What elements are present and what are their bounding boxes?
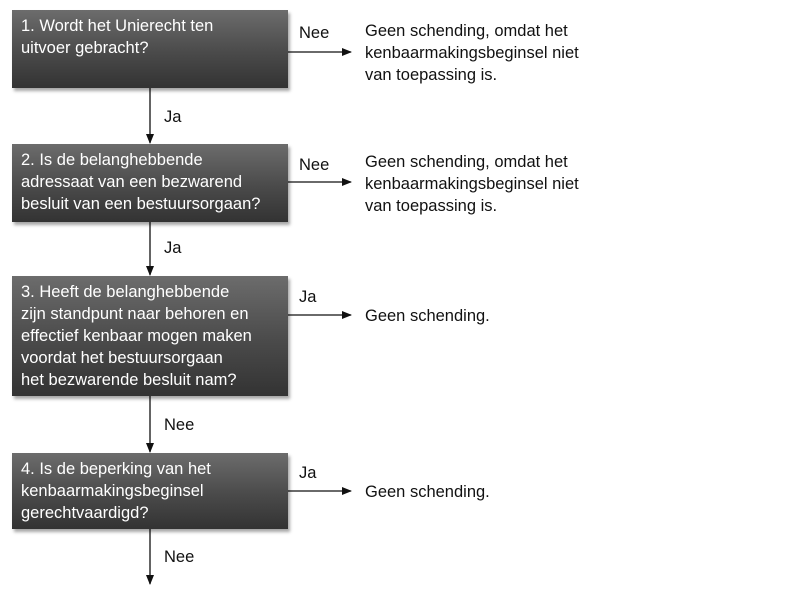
outcome-4: Geen schending. [365, 483, 490, 501]
side-label-1: Nee [299, 24, 330, 42]
side-label-4: Ja [299, 464, 317, 482]
question-box-1: 1. Wordt het Unierecht ten uitvoer gebra… [12, 10, 288, 88]
outcome-1: Geen schending, omdat het kenbaarmakings… [365, 22, 579, 84]
side-label-2: Nee [299, 156, 330, 174]
side-label-3: Ja [299, 288, 317, 306]
down-label-2: Ja [164, 239, 182, 257]
down-label-1: Ja [164, 108, 182, 126]
question-box-2: 2. Is de belanghebbende adressaat van ee… [12, 144, 288, 222]
down-label-4: Nee [164, 548, 195, 566]
question-box-4: 4. Is de beperking van het kenbaarmaking… [12, 453, 288, 529]
down-label-3: Nee [164, 416, 195, 434]
outcome-3: Geen schending. [365, 307, 490, 325]
outcome-2: Geen schending, omdat het kenbaarmakings… [365, 153, 579, 215]
question-box-3: 3. Heeft de belanghebbende zijn standpun… [12, 276, 288, 396]
